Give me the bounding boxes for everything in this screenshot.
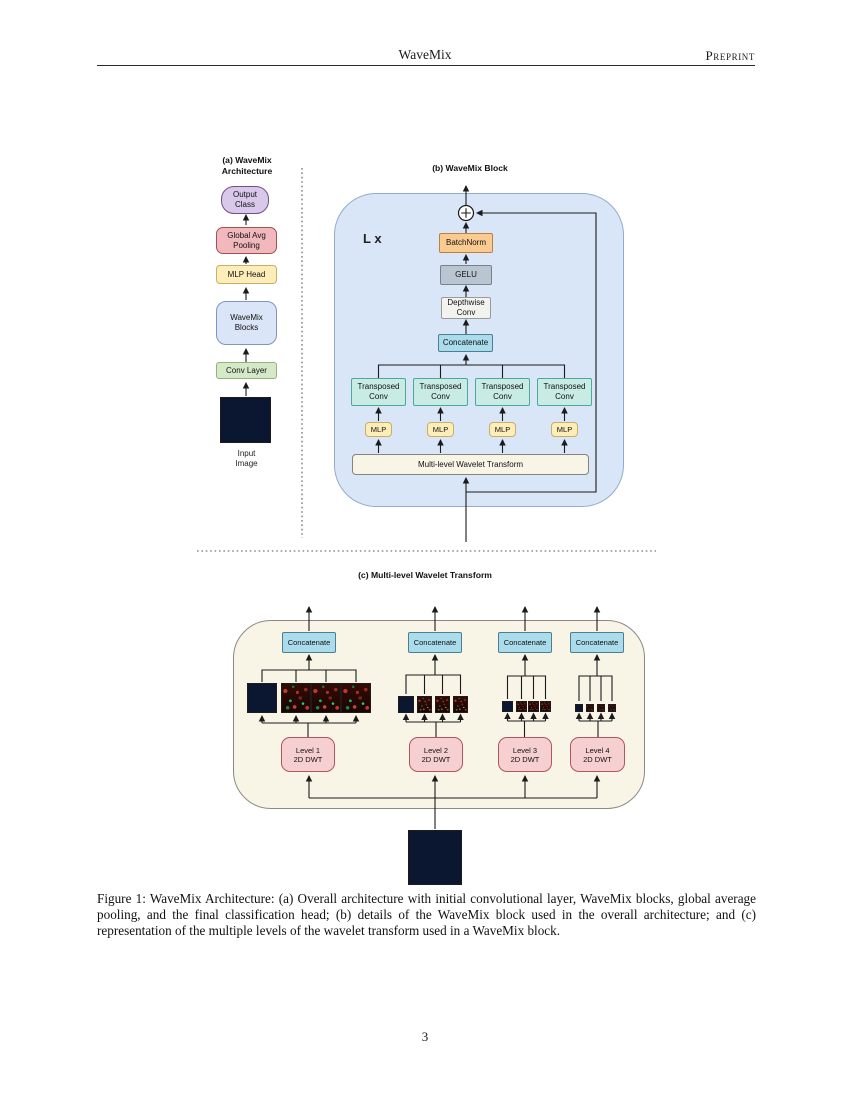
level4-detail-image-2 [597,704,605,712]
depthwise-conv-box: Depthwise Conv [441,297,491,319]
transposed-conv-box-3: Transposed Conv [475,378,530,406]
level4-approx-image [575,704,583,712]
page-number: 3 [421,1029,429,1044]
level3-approx-image [502,701,513,712]
repeat-count-label: L x [363,231,382,246]
level2-detail-image-1 [417,696,432,713]
concatenate-box-c1: Concatenate [282,632,336,653]
level1-approx-image [247,683,277,713]
concatenate-box-c3: Concatenate [498,632,552,653]
level4-detail-image-1 [586,704,594,712]
header-rule [97,65,755,66]
batchnorm-box: BatchNorm [439,233,493,253]
level2-dwt-box: Level 2 2D DWT [409,737,463,772]
level1-detail-image-1 [281,683,311,713]
panel-c-input-image [408,830,462,885]
level4-detail-image-3 [608,704,616,712]
panel-c-title: (c) Multi-level Wavelet Transform [358,570,492,580]
mlp-box-1: MLP [365,422,392,437]
figure-caption: Figure 1: WaveMix Architecture: (a) Over… [97,891,756,938]
wavemix-blocks-box: WaveMix Blocks [216,301,277,345]
panel-b-title: (b) WaveMix Block [432,163,508,173]
multilevel-wavelet-transform-box: Multi-level Wavelet Transform [352,454,589,475]
mlp-head-box: MLP Head [216,265,277,284]
transposed-conv-box-4: Transposed Conv [537,378,592,406]
transposed-conv-box-2: Transposed Conv [413,378,468,406]
concatenate-box-c4: Concatenate [570,632,624,653]
mlp-box-4: MLP [551,422,578,437]
output-class-box: Output Class [221,186,269,214]
concatenate-box-c2: Concatenate [408,632,462,653]
level2-detail-image-3 [453,696,468,713]
preprint-badge: Preprint [705,48,755,63]
level2-approx-image [398,696,414,713]
input-image-label: Input Image [235,449,258,468]
global-avg-pooling-box: Global Avg Pooling [216,227,277,254]
level3-detail-image-2 [528,701,539,712]
level1-detail-image-3 [341,683,371,713]
level1-detail-image-2 [311,683,341,713]
transposed-conv-box-1: Transposed Conv [351,378,406,406]
level4-dwt-box: Level 4 2D DWT [570,737,625,772]
mlp-box-3: MLP [489,422,516,437]
concatenate-box-b: Concatenate [438,334,493,352]
running-title: WaveMix [398,47,452,62]
mlp-box-2: MLP [427,422,454,437]
level1-dwt-box: Level 1 2D DWT [281,737,335,772]
gelu-box: GELU [440,265,492,285]
level3-detail-image-3 [540,701,551,712]
level3-dwt-box: Level 3 2D DWT [498,737,552,772]
level2-detail-image-2 [435,696,450,713]
level3-detail-image-1 [516,701,527,712]
input-image-thumbnail [220,397,271,443]
panel-a-title: (a) WaveMix Architecture [221,155,273,176]
conv-layer-box: Conv Layer [216,362,277,379]
